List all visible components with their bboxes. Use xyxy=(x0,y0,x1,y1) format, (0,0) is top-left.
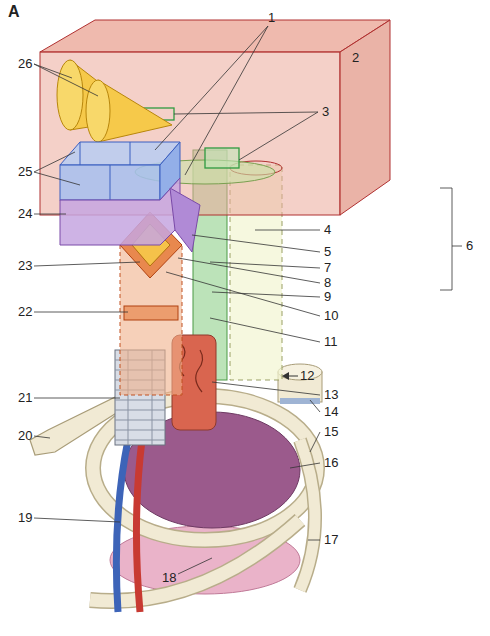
callout-number: 16 xyxy=(324,455,338,471)
red-side-face xyxy=(340,20,390,215)
leader-line xyxy=(34,64,98,96)
callout-number: 11 xyxy=(324,334,338,350)
callout-number: 26 xyxy=(18,56,32,72)
blue-top xyxy=(60,142,180,165)
callout-number: 13 xyxy=(324,387,338,403)
leader-line xyxy=(210,262,320,268)
bracket xyxy=(440,188,462,290)
callout-number: 6 xyxy=(466,238,473,254)
disc xyxy=(280,398,320,404)
callout-number: 4 xyxy=(324,222,331,238)
leader-line xyxy=(212,292,320,297)
callout-number: 15 xyxy=(324,424,338,440)
green-box xyxy=(205,148,239,168)
callout-number: 1 xyxy=(268,10,275,26)
leader-line xyxy=(310,432,320,452)
leader-line xyxy=(192,235,320,252)
red-top-face xyxy=(40,20,390,52)
callout-number: 7 xyxy=(324,260,331,276)
blue-lines xyxy=(80,142,130,200)
callout-number: 2 xyxy=(352,50,359,66)
callout-number: 23 xyxy=(18,258,32,274)
leader-line xyxy=(290,463,320,468)
cone-base xyxy=(86,80,110,142)
leader-lines xyxy=(34,26,462,574)
second-rib xyxy=(90,520,300,601)
cone-base xyxy=(57,60,83,130)
leader-line xyxy=(255,230,320,231)
callout-number: 9 xyxy=(324,289,331,305)
callout-number: 10 xyxy=(324,308,338,324)
callout-number: 25 xyxy=(18,164,32,180)
leader-line xyxy=(34,398,120,399)
leader-line xyxy=(210,318,320,342)
purple-wedge xyxy=(170,188,200,252)
red-front-face xyxy=(40,52,340,215)
callout-number: 5 xyxy=(324,244,331,260)
callout-number: 18 xyxy=(162,570,176,586)
callout-number: 21 xyxy=(18,390,32,406)
leader-line xyxy=(166,272,320,316)
leader-line xyxy=(178,558,212,574)
rib-shaft xyxy=(300,440,315,590)
callout-number: 24 xyxy=(18,206,32,222)
leader-line xyxy=(34,152,80,185)
callout-number: 22 xyxy=(18,304,32,320)
artery xyxy=(136,440,142,612)
muscle-fibres xyxy=(179,345,202,392)
orange-band xyxy=(124,306,178,320)
leader-line xyxy=(212,382,320,395)
purple-block xyxy=(60,178,180,245)
leader-line xyxy=(34,436,50,438)
callout-number: 20 xyxy=(18,428,32,444)
panel-letter: A xyxy=(8,4,20,20)
leader-line xyxy=(34,312,128,313)
leader-line xyxy=(174,112,318,160)
vein xyxy=(116,440,128,612)
leader-line xyxy=(34,262,140,266)
leader-line xyxy=(34,214,66,215)
callout-number: 17 xyxy=(324,532,338,548)
leader-line xyxy=(178,258,320,283)
callout-number: 3 xyxy=(322,104,329,120)
rib-shaft-outline xyxy=(300,440,315,590)
leader-line xyxy=(34,518,120,522)
leader-line xyxy=(310,400,320,412)
second-rib-outline xyxy=(90,520,300,601)
leader-line xyxy=(308,540,320,541)
callout-number: 8 xyxy=(324,275,331,291)
callout-number: 19 xyxy=(18,510,32,526)
arrow-head xyxy=(282,372,289,380)
callout-number: 12 xyxy=(300,368,314,384)
callout-number: 14 xyxy=(324,404,338,420)
